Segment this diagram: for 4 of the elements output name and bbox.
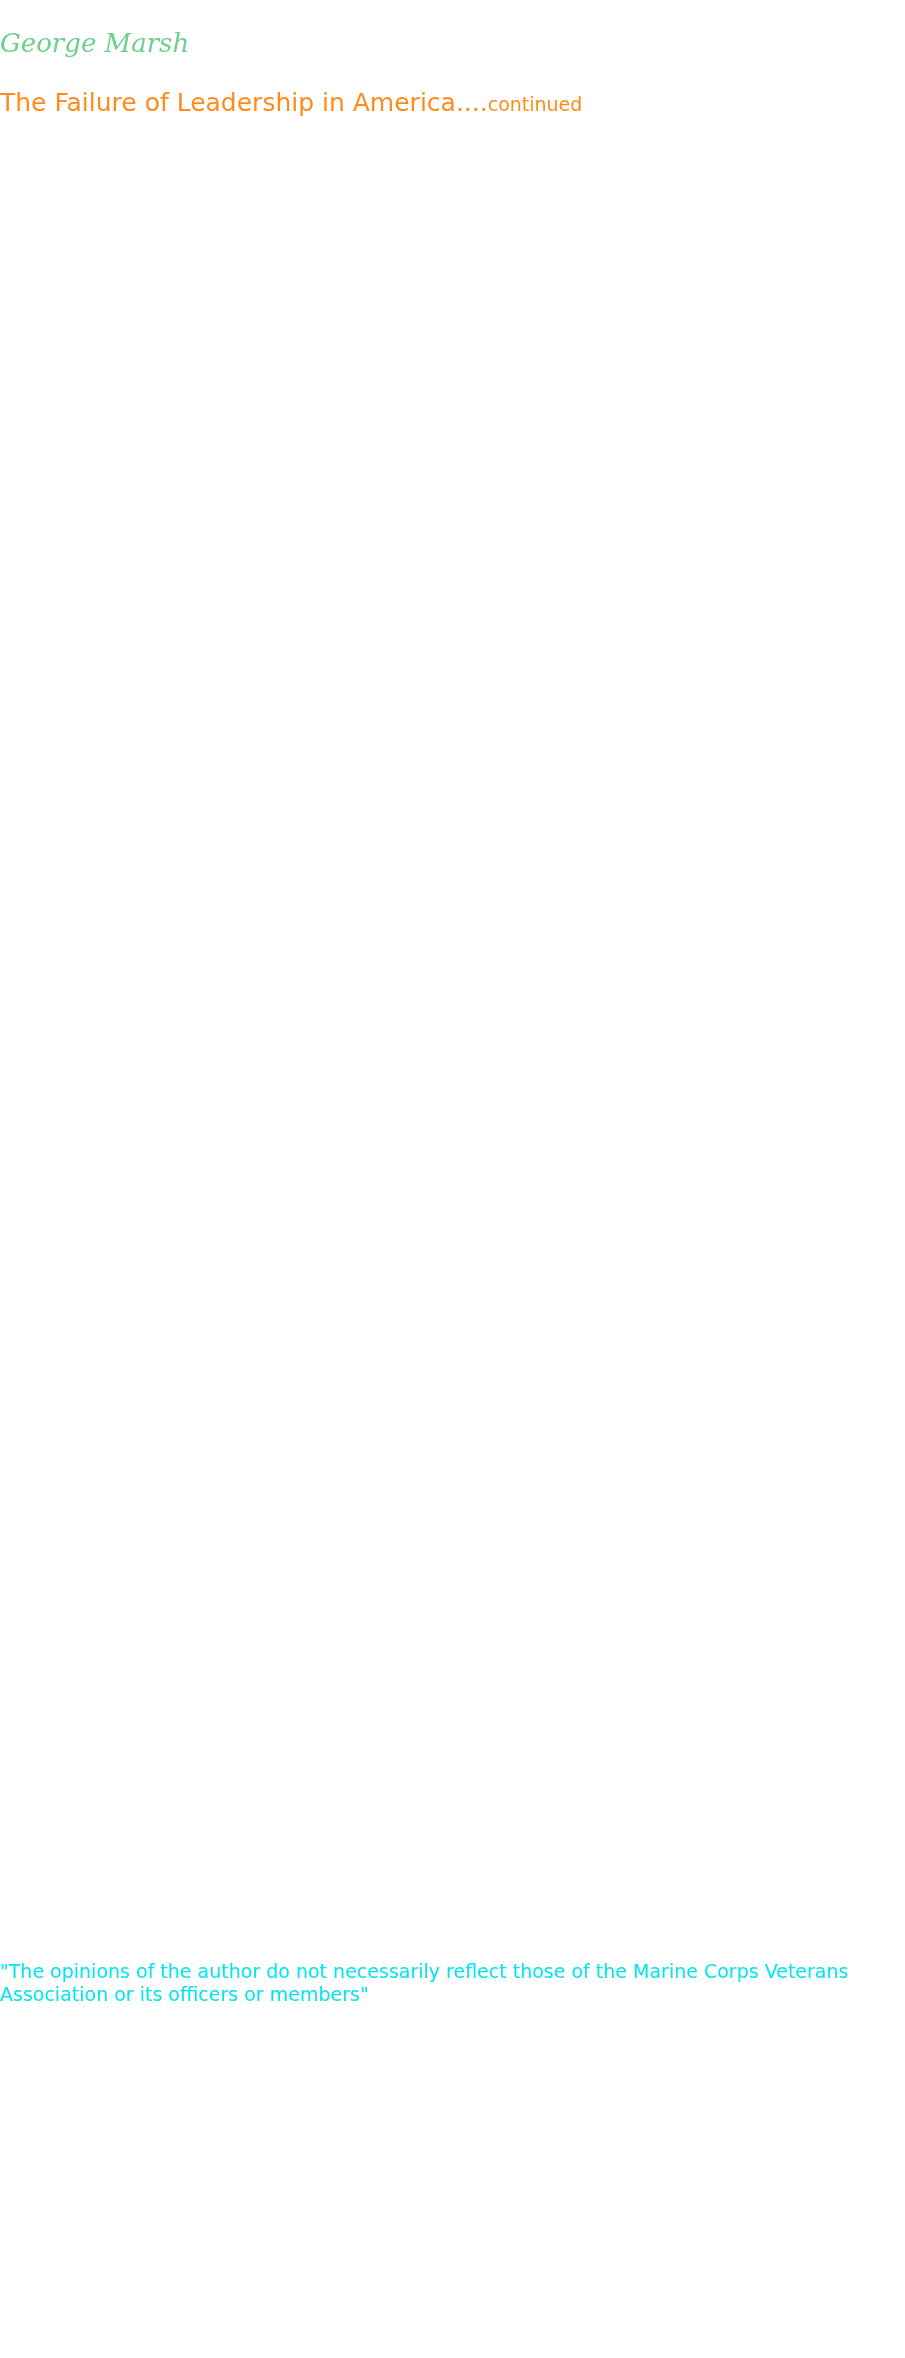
continued-note: continued bbox=[487, 93, 583, 115]
author-name: George Marsh bbox=[0, 28, 190, 58]
article-title: The Failure of Leadership in America.... bbox=[0, 88, 488, 117]
disclaimer-text: "The opinions of the author do not necessarily reflect those of the Marine Corps Veterans Association or its officers or members" bbox=[0, 1960, 850, 2006]
